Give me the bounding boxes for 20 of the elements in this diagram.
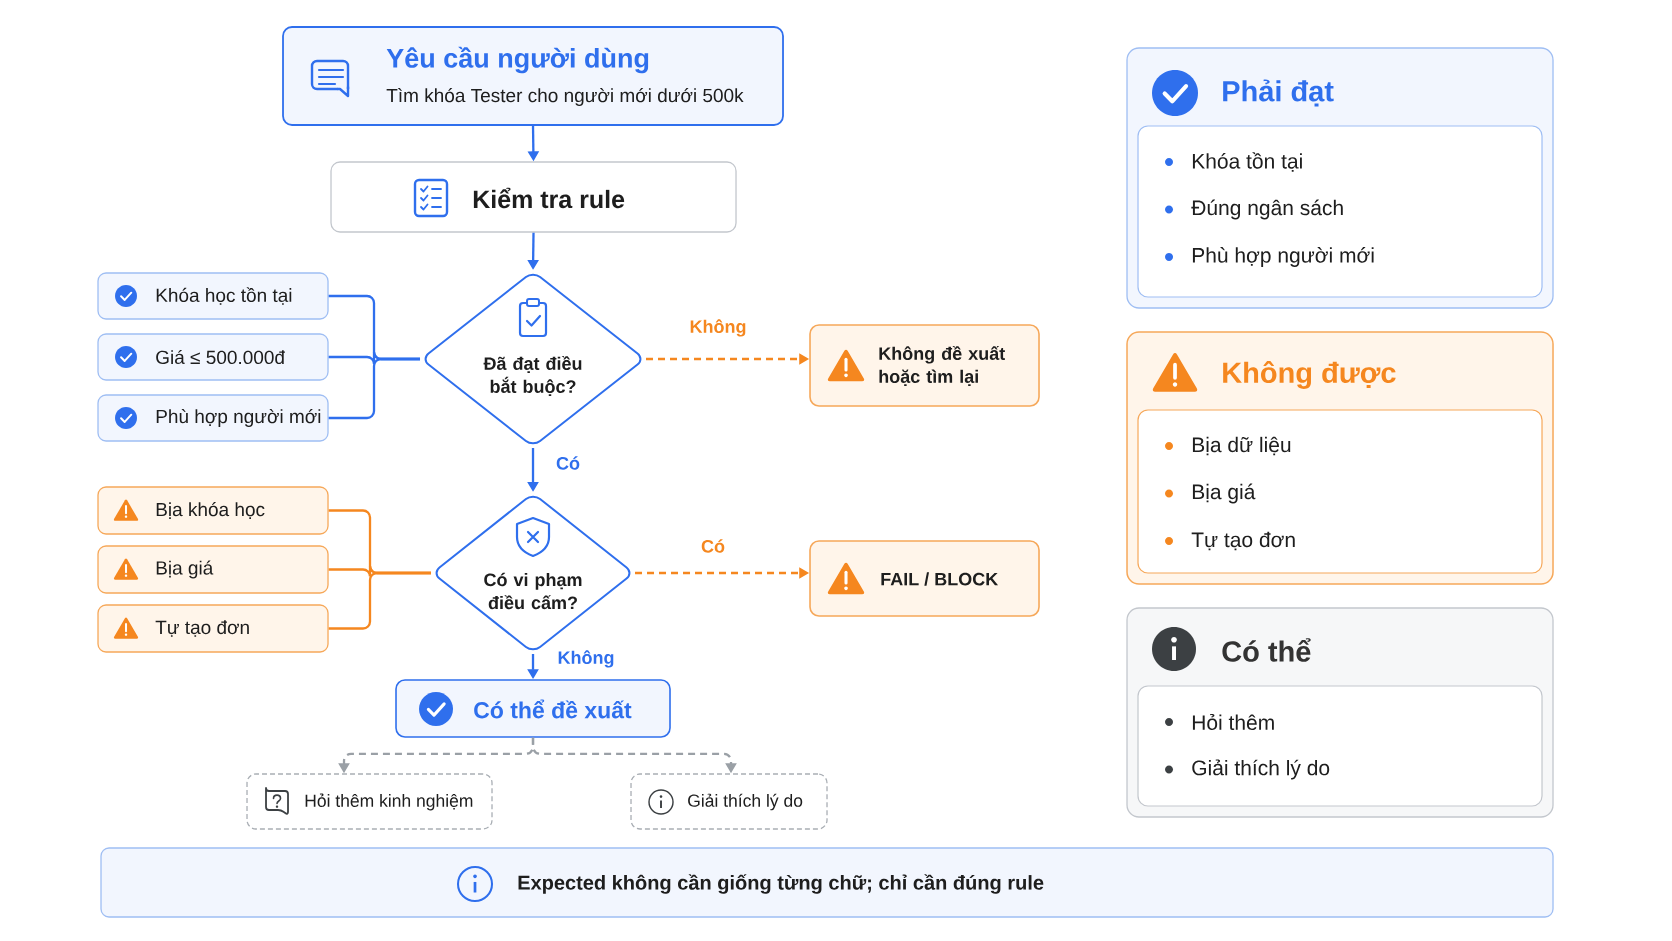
edge-label: Có <box>554 454 582 472</box>
rule-check-box: Kiểm tra rule <box>330 161 737 233</box>
edge-label: Có <box>699 537 727 555</box>
connector-line <box>328 571 431 630</box>
outcome-box: Có thể đề xuất <box>395 679 671 738</box>
edge-label: Không <box>555 648 617 670</box>
edge-label: Không <box>687 317 749 339</box>
requirement-box: Giá ≤ 500.000đ <box>97 333 329 381</box>
violation-box: Bịa giá <box>97 545 329 594</box>
request-box: Yêu cầu người dùng Tìm khóa Tester cho người mới dưới 500k <box>282 26 784 126</box>
note-bar: Expected không cần giống từng chữ; chỉ cần đúng rule <box>100 847 1554 918</box>
requirement-box: Khóa học tồn tại <box>97 272 329 320</box>
violation-box: Bịa khóa học <box>97 486 329 535</box>
suggestion-box: Hỏi thêm kinh nghiệm <box>246 773 493 830</box>
result-box: Không đề xuất hoặc tìm lại <box>809 324 1040 407</box>
connector-line <box>328 357 420 420</box>
requirement-box: Phù hợp người mới <box>97 394 329 442</box>
suggestion-box: Giải thích lý do <box>630 773 828 830</box>
result-box: FAIL / BLOCK <box>809 540 1040 617</box>
violation-box: Tự tạo đơn <box>97 604 329 653</box>
